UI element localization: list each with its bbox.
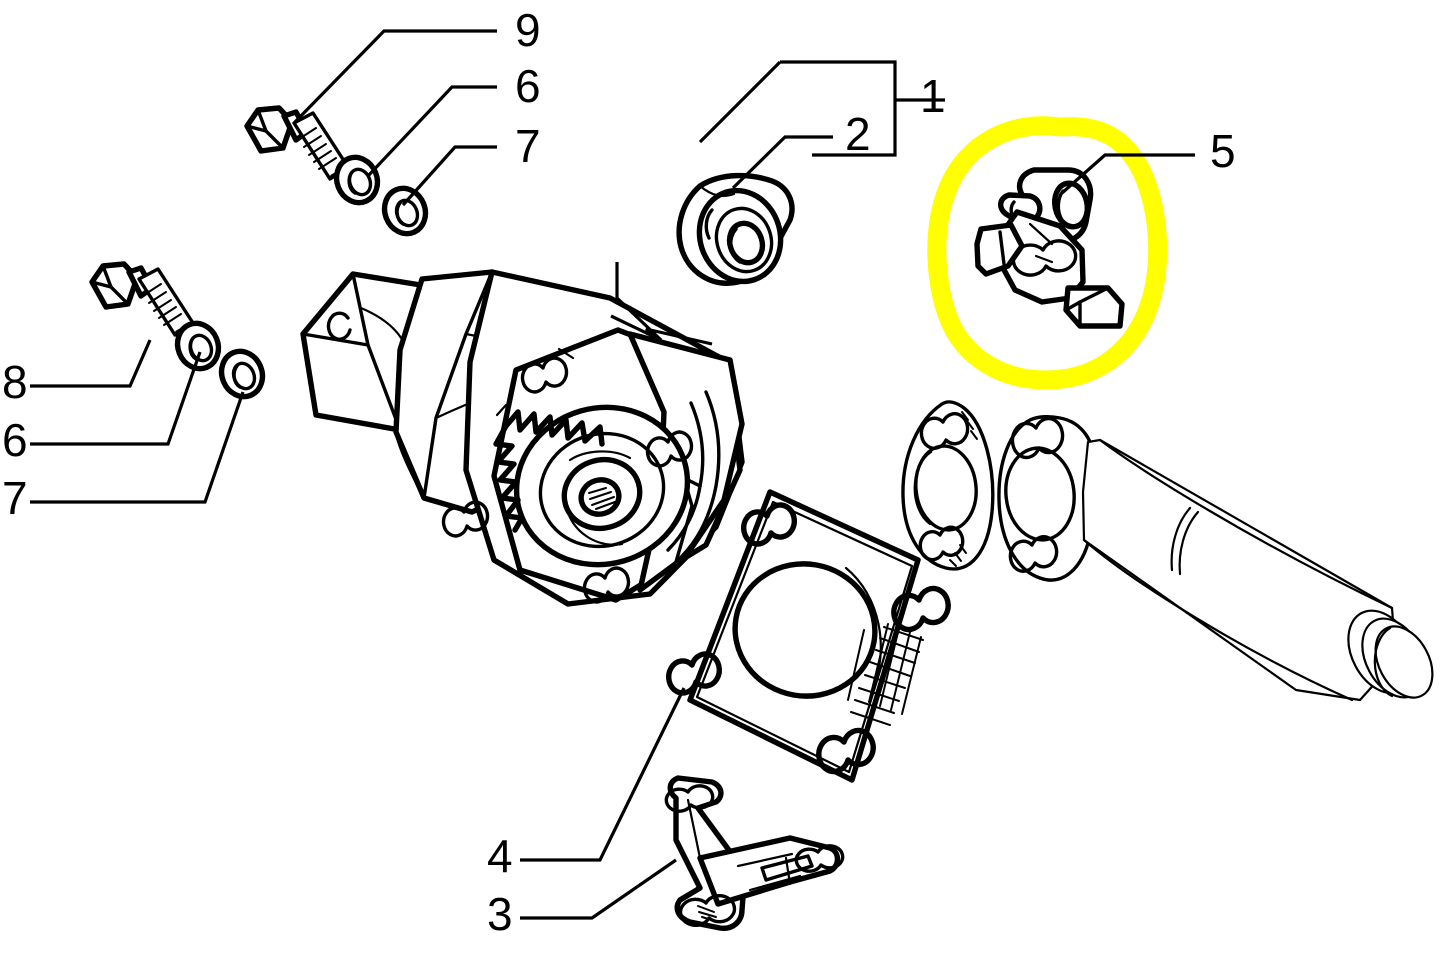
pipe-gasket-edge-hatch bbox=[949, 411, 978, 567]
leader-5 bbox=[1060, 153, 1195, 195]
leader-1-stem bbox=[698, 60, 782, 144]
callout-numbers: 9 6 7 1 2 5 8 6 7 4 3 bbox=[2, 4, 1236, 940]
yellow-highlight-annotation bbox=[927, 116, 1168, 390]
leader-7b bbox=[30, 391, 245, 504]
part-starter-motor-assembly bbox=[300, 269, 745, 607]
leader-3 bbox=[520, 858, 677, 920]
callout-label-2: 2 bbox=[845, 108, 871, 160]
part-engagement-lever-bracket bbox=[974, 167, 1125, 329]
callout-label-6a: 6 bbox=[515, 60, 541, 112]
leader-6a bbox=[366, 85, 497, 178]
leader-8 bbox=[30, 339, 152, 388]
part-support-bracket-arm bbox=[664, 775, 845, 931]
part-washer-lower-spring bbox=[174, 320, 222, 372]
leader-arrow-to-motor bbox=[610, 262, 713, 346]
leader-9 bbox=[293, 29, 497, 124]
part-washer-upper-spring bbox=[333, 154, 381, 206]
callout-leaders bbox=[30, 29, 1195, 920]
callout-label-7a: 7 bbox=[515, 120, 541, 172]
callout-label-5: 5 bbox=[1210, 125, 1236, 177]
part-washer-lower-flat bbox=[218, 348, 266, 400]
motor-flange-bosses bbox=[441, 356, 694, 604]
part-bolt-lower bbox=[89, 261, 195, 337]
callout-label-4: 4 bbox=[487, 830, 513, 882]
leader-6b bbox=[30, 351, 202, 446]
part-bushing-bearing bbox=[676, 172, 795, 286]
callout-label-7b: 7 bbox=[2, 472, 28, 524]
callout-label-9: 9 bbox=[515, 4, 541, 56]
callout-label-3: 3 bbox=[487, 888, 513, 940]
callout-label-8: 8 bbox=[2, 356, 28, 408]
leader-2 bbox=[731, 135, 833, 190]
leader-1-bracket bbox=[780, 60, 897, 157]
callout-label-6b: 6 bbox=[2, 414, 28, 466]
gasket-hatch-texture bbox=[847, 623, 924, 726]
leader-4 bbox=[520, 687, 686, 862]
gasket-bolt-holes bbox=[666, 502, 951, 775]
part-mounting-flange-gasket bbox=[666, 489, 951, 783]
part-washer-upper-flat bbox=[381, 185, 429, 237]
leader-7a bbox=[401, 145, 497, 207]
part-inlet-pipe bbox=[997, 414, 1434, 702]
callout-label-1: 1 bbox=[920, 70, 946, 122]
part-pipe-gasket bbox=[901, 400, 995, 571]
